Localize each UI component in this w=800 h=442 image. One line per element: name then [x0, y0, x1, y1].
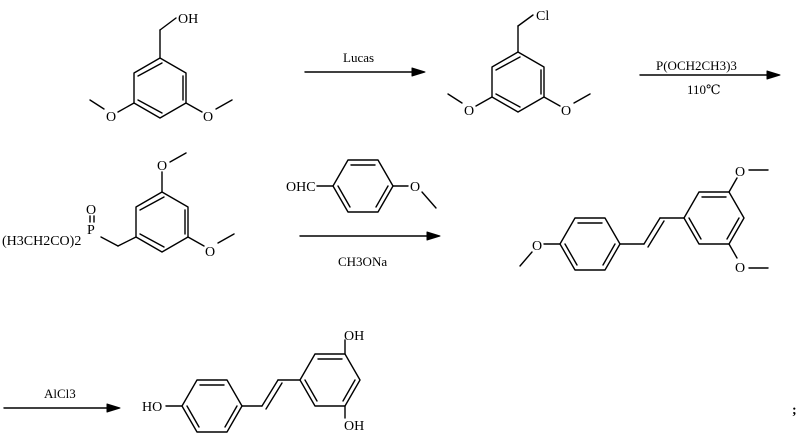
reagent-aluminium-chloride: AlCl3 — [44, 386, 76, 401]
phosphoryl-oxygen-label: O — [86, 203, 96, 218]
benzene-ring — [133, 57, 187, 119]
ring-double-bond — [342, 379, 356, 402]
reagent-triethyl-phosphite: P(OCH2CH3)3 — [656, 58, 737, 73]
alkene-double-bond — [265, 382, 283, 410]
methoxy-bond — [543, 96, 561, 107]
methyl-bond — [447, 93, 463, 104]
ring-double-bond — [375, 185, 389, 208]
ch2-oh-bond — [159, 17, 177, 31]
ch2-bond — [117, 236, 137, 247]
molecule-dimethoxybenzyl-alcohol: OH O O — [89, 12, 233, 125]
reaction-arrow-3: CH3ONa — [299, 231, 441, 269]
oxygen-label-top: O — [735, 165, 745, 180]
phosphorus-label: P — [87, 223, 95, 238]
p-ch2-bond — [100, 236, 119, 247]
methyl-bond — [217, 233, 235, 244]
benzene-ring — [559, 217, 621, 271]
methoxy-bond — [728, 243, 738, 259]
methyl-bond — [519, 251, 533, 267]
ring-double-bond — [564, 243, 578, 266]
hydroxyl-label-bottom: OH — [344, 419, 364, 434]
methyl-bond — [421, 191, 437, 209]
reaction-arrow-4: AlCl3 — [3, 386, 121, 413]
hydroxyl-label: OH — [178, 12, 198, 27]
ring-double-bond — [224, 405, 238, 428]
ch2-cl-bond — [517, 14, 534, 27]
ring-double-bond — [304, 379, 318, 402]
oxygen-label-bottom: O — [735, 261, 745, 276]
ring-double-bond — [139, 196, 165, 211]
oxygen-label-bottom: O — [205, 245, 215, 260]
methoxy-bond — [187, 236, 205, 247]
methyl-bond — [89, 99, 105, 110]
ring-double-bond — [139, 233, 165, 248]
alkene-double-bond — [643, 217, 661, 245]
molecule-anisaldehyde: OHC O — [286, 159, 437, 213]
benzene-ring — [181, 379, 243, 433]
molecule-dimethoxybenzyl-chloride: Cl O O — [447, 9, 591, 119]
scheme-terminator: ; — [792, 403, 797, 418]
methoxy-bond — [185, 102, 203, 113]
methoxy-bond — [475, 96, 493, 107]
oxygen-label-right: O — [561, 104, 571, 119]
oxygen-label-top: O — [157, 159, 167, 174]
ring-double-bond — [337, 185, 351, 208]
alkene-double-bond — [261, 379, 279, 407]
methyl-bond — [573, 93, 591, 104]
alkene-double-bond — [647, 220, 665, 248]
molecule-phosphonate: O O P O (H3CH2CO)2 — [2, 152, 235, 260]
hydroxyl-label-top: OH — [344, 329, 364, 344]
ring-double-bond — [495, 93, 521, 108]
reagent-lucas: Lucas — [343, 50, 374, 65]
ring-double-bond — [495, 56, 521, 71]
ring-double-bond — [688, 217, 702, 240]
methoxy-bond — [117, 102, 135, 113]
aldehyde-group-label: OHC — [286, 180, 316, 195]
chlorine-label: Cl — [536, 9, 549, 24]
oxygen-label: O — [410, 180, 420, 195]
oxygen-label-left: O — [464, 104, 474, 119]
oxygen-label-left: O — [106, 110, 116, 125]
ring-double-bond — [186, 405, 200, 428]
ring-double-bond — [602, 243, 616, 266]
molecule-trimethoxystilbene: O O O — [519, 165, 769, 276]
oxygen-label-left: O — [532, 239, 542, 254]
reagent-sodium-methoxide: CH3ONa — [338, 254, 387, 269]
benzene-ring — [135, 191, 189, 253]
benzene-ring — [491, 51, 545, 113]
methoxy-bond — [728, 177, 738, 193]
ring-double-bond — [137, 62, 163, 77]
ring-double-bond — [137, 99, 163, 114]
methyl-bond — [169, 152, 187, 163]
benzene-ring — [332, 159, 394, 213]
condition-temperature: 110℃ — [687, 82, 721, 97]
ring-double-bond — [726, 217, 740, 240]
benzene-ring — [299, 353, 361, 407]
reaction-arrow-1: Lucas — [304, 50, 426, 77]
hydroxyl-label-left: HO — [142, 400, 162, 415]
reaction-arrow-2: P(OCH2CH3)3 110℃ — [639, 58, 781, 97]
methyl-bond — [215, 99, 233, 110]
oxygen-label-right: O — [203, 110, 213, 125]
ester-group-label: (H3CH2CO)2 — [2, 234, 81, 249]
molecule-resveratrol: HO OH OH — [142, 329, 364, 434]
benzene-ring — [683, 191, 745, 245]
